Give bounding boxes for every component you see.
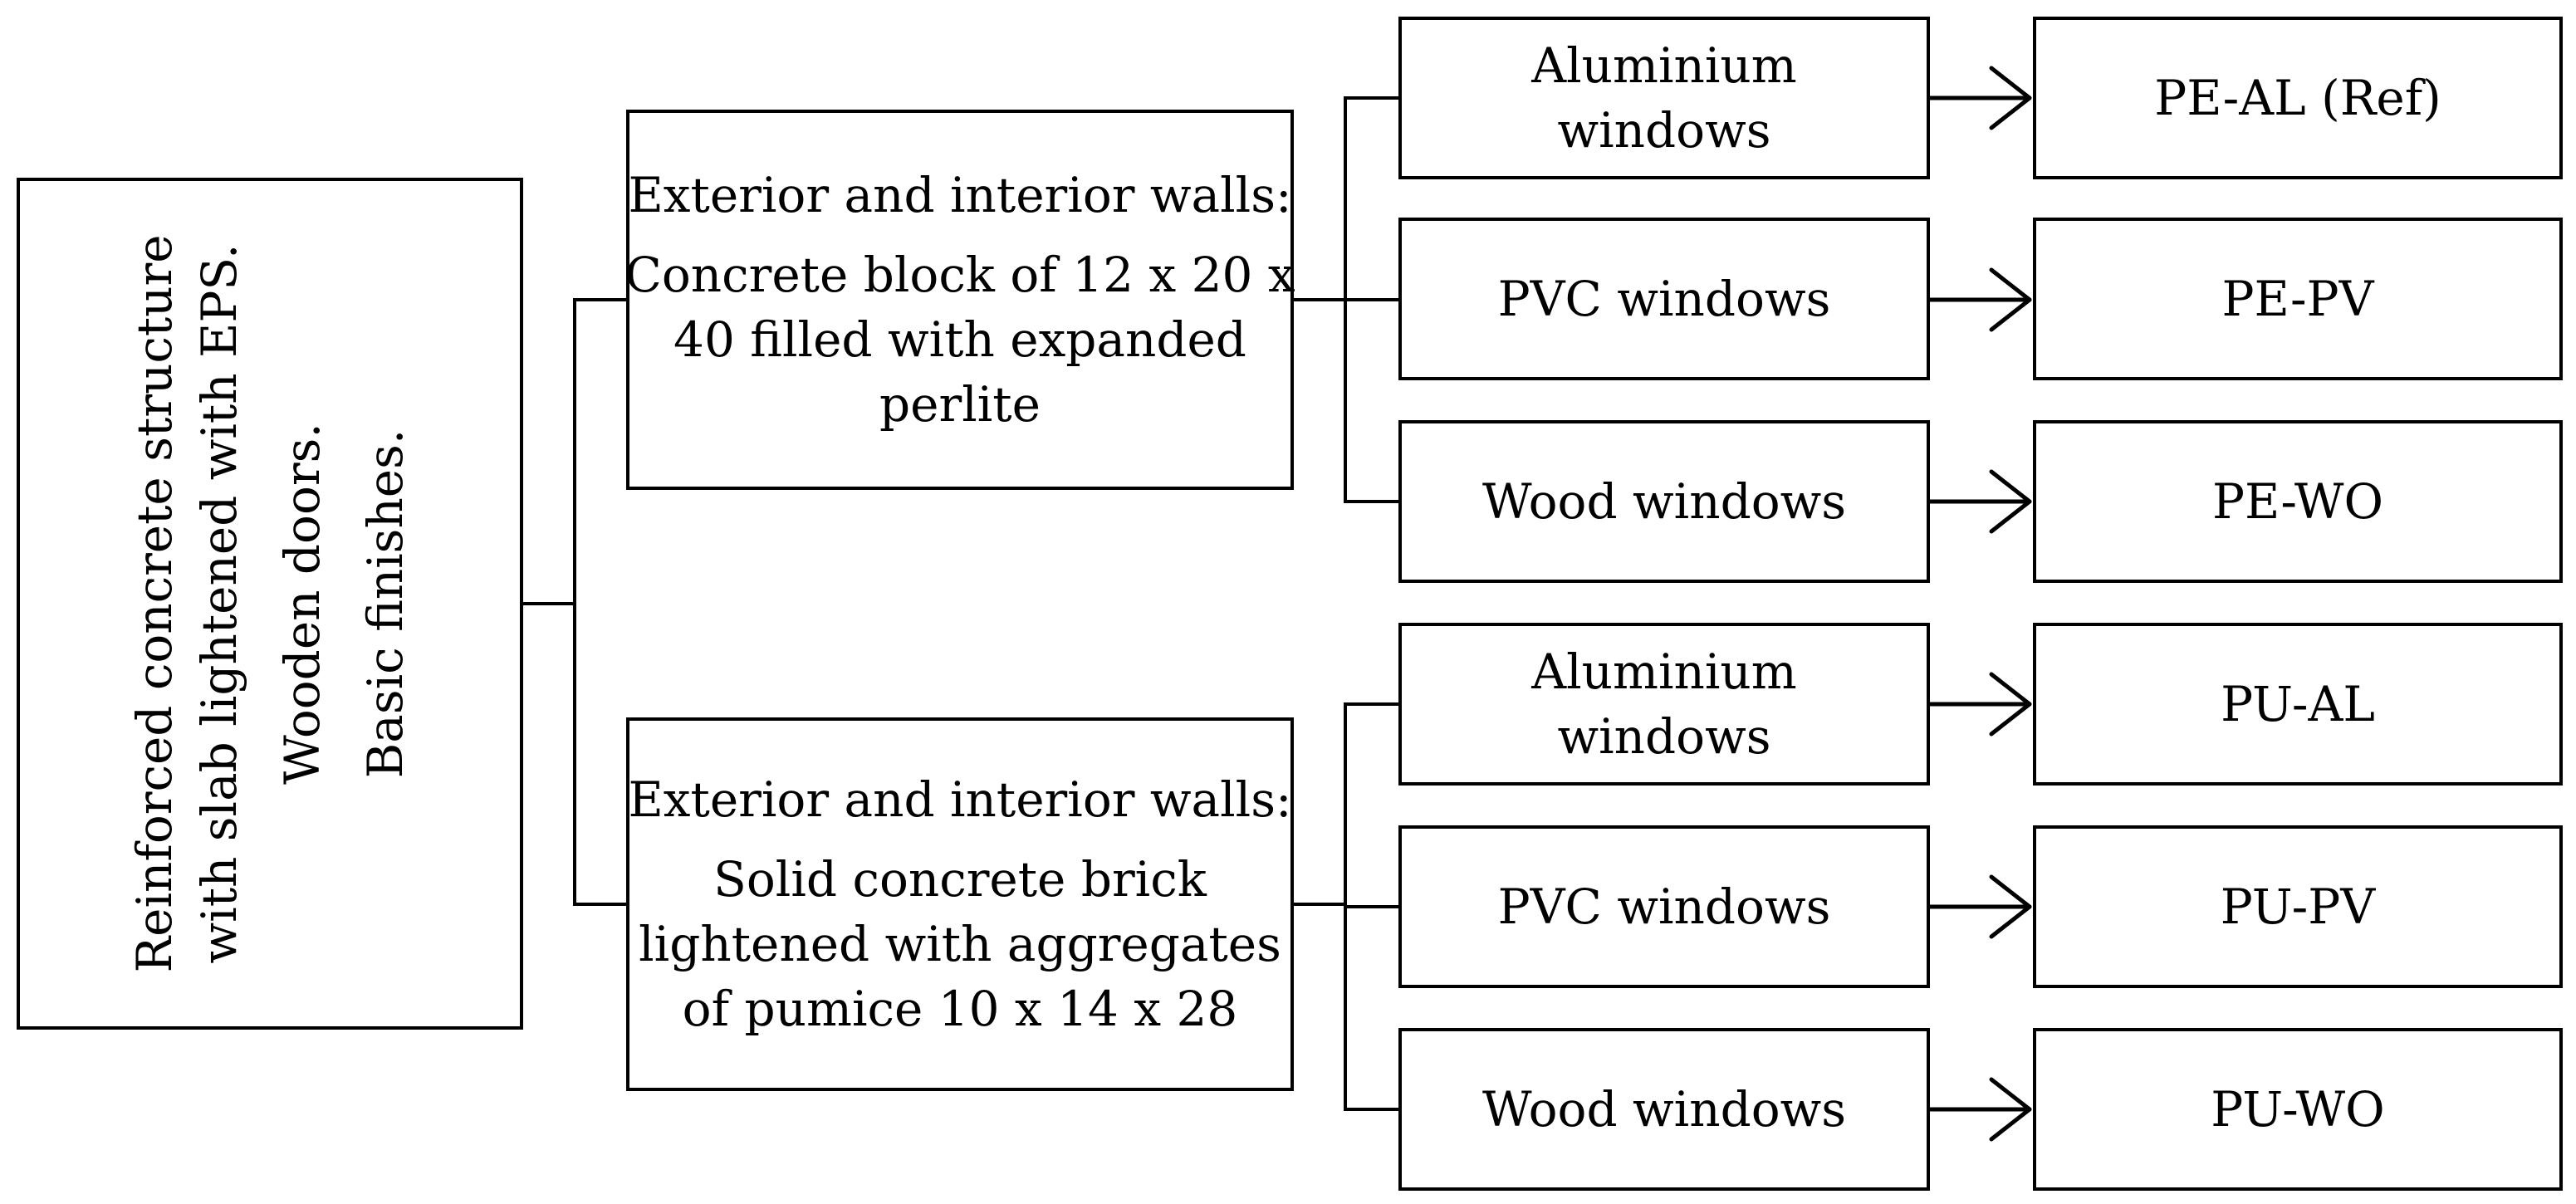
pe-wall-to-windows-connector	[1292, 96, 1400, 503]
wall-line: 40 filled with expanded	[673, 311, 1246, 368]
wall-box-pumice: Exterior and interior walls: Solid concr…	[626, 717, 1294, 1091]
window-box-pe-wood: Wood windows	[1398, 420, 1930, 583]
code-box-pe-wo: PE-WO	[2033, 420, 2563, 583]
arrow-pe-pv	[1927, 267, 2032, 332]
code-box-pu-al: PU-AL	[2033, 623, 2563, 786]
code-label: PU-PV	[2220, 879, 2376, 935]
code-box-pe-al: PE-AL (Ref)	[2033, 17, 2563, 179]
window-label: windows	[1557, 708, 1771, 765]
window-label: windows	[1557, 102, 1771, 159]
wall-line: lightened with aggregates	[639, 916, 1281, 972]
wall-line: of pumice 10 x 14 x 28	[682, 981, 1238, 1037]
window-box-pu-wood: Wood windows	[1398, 1028, 1930, 1191]
arrow-pe-wo	[1927, 469, 2032, 534]
wall-line: Concrete block of 12 x 20 x	[624, 247, 1295, 303]
code-label: PU-WO	[2211, 1081, 2385, 1138]
root-line: Basic finishes.	[357, 428, 414, 779]
root-text: Reinforced concrete structure with slab …	[122, 234, 418, 972]
window-box-pe-aluminium: Aluminium windows	[1398, 17, 1930, 179]
wall-heading: Exterior and interior walls:	[628, 167, 1292, 223]
arrow-pe-al	[1927, 66, 2032, 130]
arrow-pu-al	[1927, 672, 2032, 737]
arrow-pu-pv	[1927, 874, 2032, 939]
root-line: Reinforced concrete structure	[126, 234, 183, 973]
wall-line: Solid concrete brick	[713, 851, 1207, 908]
wall-heading: Exterior and interior walls:	[628, 771, 1292, 828]
arrow-pu-wo	[1927, 1077, 2032, 1142]
code-box-pe-pv: PE-PV	[2033, 218, 2563, 380]
wall-box-perlite: Exterior and interior walls: Concrete bl…	[624, 110, 1295, 490]
root-to-walls-connector	[522, 298, 628, 906]
window-label: PVC windows	[1497, 879, 1831, 935]
code-label: PU-AL	[2221, 676, 2375, 732]
code-box-pu-wo: PU-WO	[2033, 1028, 2563, 1191]
wall-line: perlite	[879, 376, 1041, 433]
root-box: Reinforced concrete structure with slab …	[17, 178, 523, 1030]
code-label: PE-WO	[2211, 473, 2384, 530]
code-box-pu-pv: PU-PV	[2033, 825, 2563, 988]
window-label: PVC windows	[1497, 271, 1831, 327]
window-label: Aluminium	[1531, 644, 1797, 700]
root-line: with slab lightened with EPS.	[191, 243, 247, 964]
root-line: Wooden doors.	[274, 423, 331, 785]
code-label: PE-AL (Ref)	[2154, 70, 2441, 126]
window-label: Wood windows	[1481, 473, 1847, 530]
window-box-pe-pvc: PVC windows	[1398, 218, 1930, 380]
pu-wall-to-windows-connector	[1292, 702, 1400, 1111]
window-box-pu-aluminium: Aluminium windows	[1398, 623, 1930, 786]
code-label: PE-PV	[2221, 271, 2374, 327]
window-label: Aluminium	[1531, 37, 1797, 94]
window-label: Wood windows	[1481, 1081, 1847, 1138]
window-box-pu-pvc: PVC windows	[1398, 825, 1930, 988]
